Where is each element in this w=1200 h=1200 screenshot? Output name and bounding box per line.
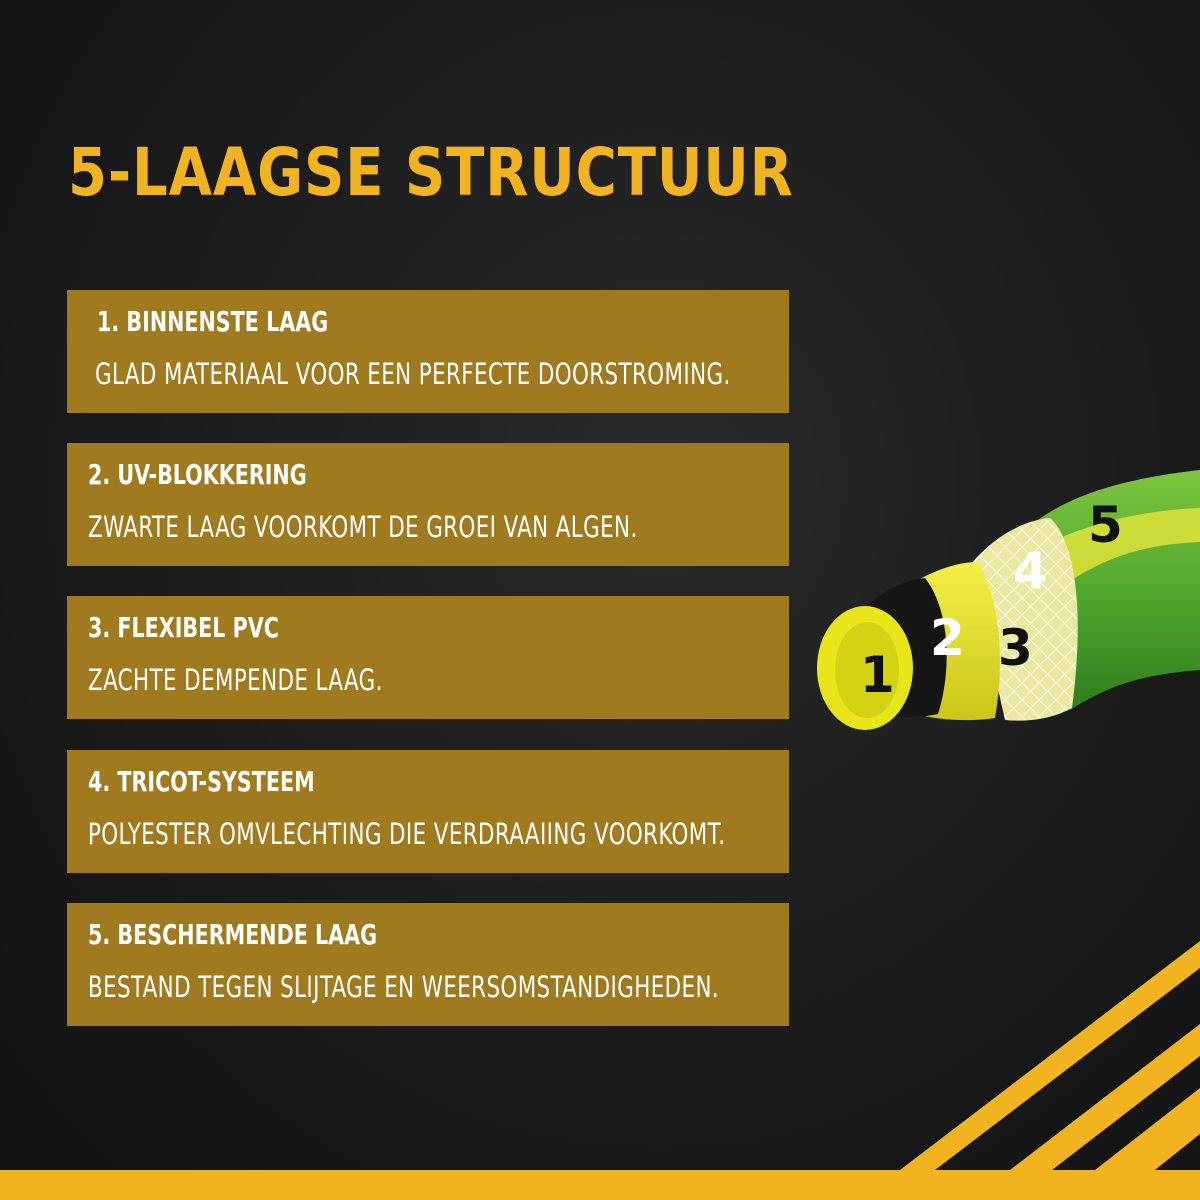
hose-layers-illustration: 1 2 3 4 5 [817,470,1200,730]
hose-label-5: 5 [1088,496,1123,554]
layer-2-description: ZWARTE LAAG VOORKOMT DE GROEI VAN ALGEN. [88,510,638,544]
bottom-accent-bar [0,1170,1200,1200]
layer-card-1: 1. BINNENSTE LAAG GLAD MATERIAAL VOOR EE… [67,290,789,413]
hose-label-1: 1 [860,646,895,704]
stripe-wide [1095,1088,1200,1170]
hose-label-3: 3 [998,619,1033,677]
stripe-thin [900,941,1200,1170]
stripe-mid [1010,1024,1200,1170]
layer-4-description: POLYESTER OMVLECHTING DIE VERDRAAIING VO… [88,817,726,851]
layer-card-3: 3. FLEXIBEL PVC ZACHTE DEMPENDE LAAG. [67,596,789,719]
layer-1-title: 1. BINNENSTE LAAG [97,305,329,338]
outer-shell-yellow-stripe [1055,508,1200,580]
page-title: 5-LAAGSE STRUCTUUR [68,134,794,211]
layer-card-2: 2. UV-BLOKKERING ZWARTE LAAG VOORKOMT DE… [67,443,789,566]
layer-5-description: BESTAND TEGEN SLIJTAGE EN WEERSOMSTANDIG… [88,970,720,1004]
layer-3-description: ZACHTE DEMPENDE LAAG. [88,663,383,697]
layer-3-title: 3. FLEXIBEL PVC [88,611,279,644]
layer-2-title: 2. UV-BLOKKERING [88,458,307,491]
layer-4-title: 4. TRICOT-SYSTEEM [88,765,315,798]
hose-label-2: 2 [930,609,965,667]
layer-card-5: 5. BESCHERMENDE LAAG BESTAND TEGEN SLIJT… [67,903,789,1026]
inner-tube-opening [835,622,899,718]
hose-label-4: 4 [1013,542,1048,600]
layer-5-title: 5. BESCHERMENDE LAAG [88,918,378,951]
layer-card-4: 4. TRICOT-SYSTEEM POLYESTER OMVLECHTING … [67,750,789,873]
layer-1-description: GLAD MATERIAAL VOOR EEN PERFECTE DOORSTR… [95,357,731,391]
